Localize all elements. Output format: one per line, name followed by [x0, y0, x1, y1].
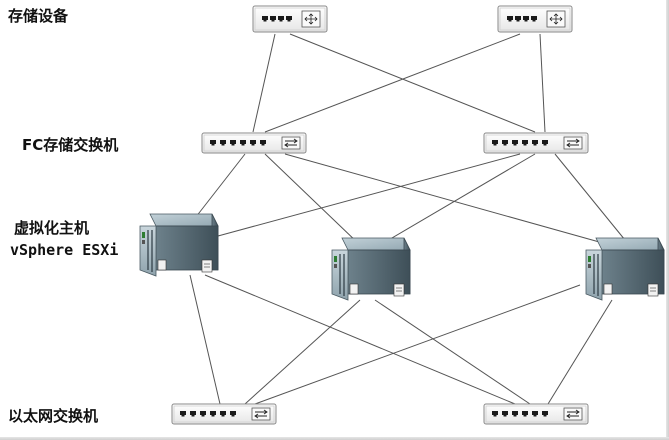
ethernet-switch-icon [484, 404, 588, 424]
host-ethernet-links [189, 274, 613, 405]
host-3 [585, 237, 665, 301]
server-host-icon [331, 237, 411, 301]
server-host-icon [139, 213, 219, 277]
ethernet-switch-label: 以太网交换机 [8, 407, 99, 425]
storage-device-1 [253, 6, 327, 32]
fc-switch-icon [202, 133, 306, 153]
server-host-icon [585, 237, 665, 301]
storage-array-icon [498, 6, 572, 32]
storage-array-icon [253, 6, 327, 32]
fc-switch-icon [484, 133, 588, 153]
right-edge-shadow [666, 0, 669, 440]
ethernet-switch-icon [172, 404, 276, 424]
storage-device-2 [498, 6, 572, 32]
fc-switch-2 [484, 133, 588, 153]
host-label-line2: vSphere ESXi [10, 241, 119, 259]
host-1 [139, 213, 219, 277]
host-label-line1: 虚拟化主机 [14, 219, 90, 237]
host-2 [331, 237, 411, 301]
ethernet-switch-2 [484, 404, 588, 424]
fc-host-links [191, 153, 626, 246]
fc-switch-label: FC存储交换机 [22, 136, 119, 154]
ethernet-switch-1 [172, 404, 276, 424]
storage-label: 存储设备 [8, 7, 69, 25]
bottom-edge-shadow [0, 437, 669, 440]
fc-switch-1 [202, 133, 306, 153]
storage-fc-links [252, 33, 546, 133]
